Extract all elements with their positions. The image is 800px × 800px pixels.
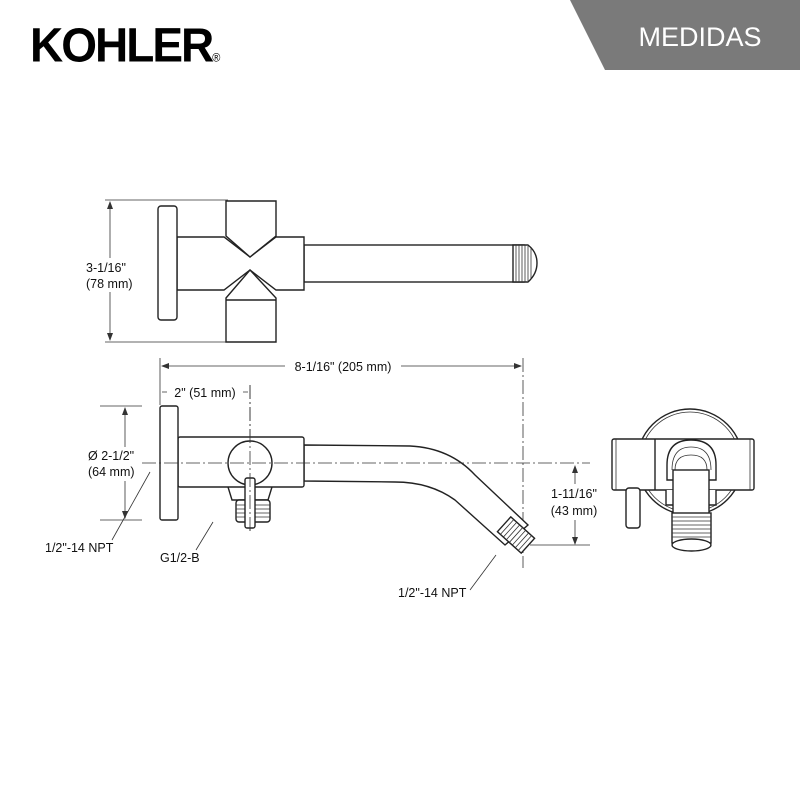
- overall-length: 8-1/16" (205 mm): [295, 360, 392, 374]
- section-title: MEDIDAS: [638, 22, 761, 52]
- kohler-logo: KOHLER®: [30, 17, 221, 72]
- callout-inlet-thread: 1/2"-14 NPT: [45, 541, 114, 555]
- flange-diameter-in: Ø 2-1/2": [88, 449, 134, 463]
- callout-outlet-fitting: G1/2-B: [160, 551, 200, 565]
- end-view: [611, 408, 755, 552]
- top-view: 3-1/16" (78 mm): [82, 199, 538, 343]
- drop-in: 1-11/16": [551, 487, 597, 501]
- flange-diameter-mm: (64 mm): [88, 465, 135, 479]
- side-view: 8-1/16" (205 mm) 2" (51 mm) Ø 2-1/2" (64…: [45, 358, 606, 600]
- top-height-in: 3-1/16": [86, 261, 126, 275]
- section-banner: [570, 0, 800, 70]
- flange-to-center: 2" (51 mm): [174, 386, 235, 400]
- drop-mm: (43 mm): [551, 504, 598, 518]
- top-height-mm: (78 mm): [86, 277, 133, 291]
- callout-arm-thread: 1/2"-14 NPT: [398, 586, 467, 600]
